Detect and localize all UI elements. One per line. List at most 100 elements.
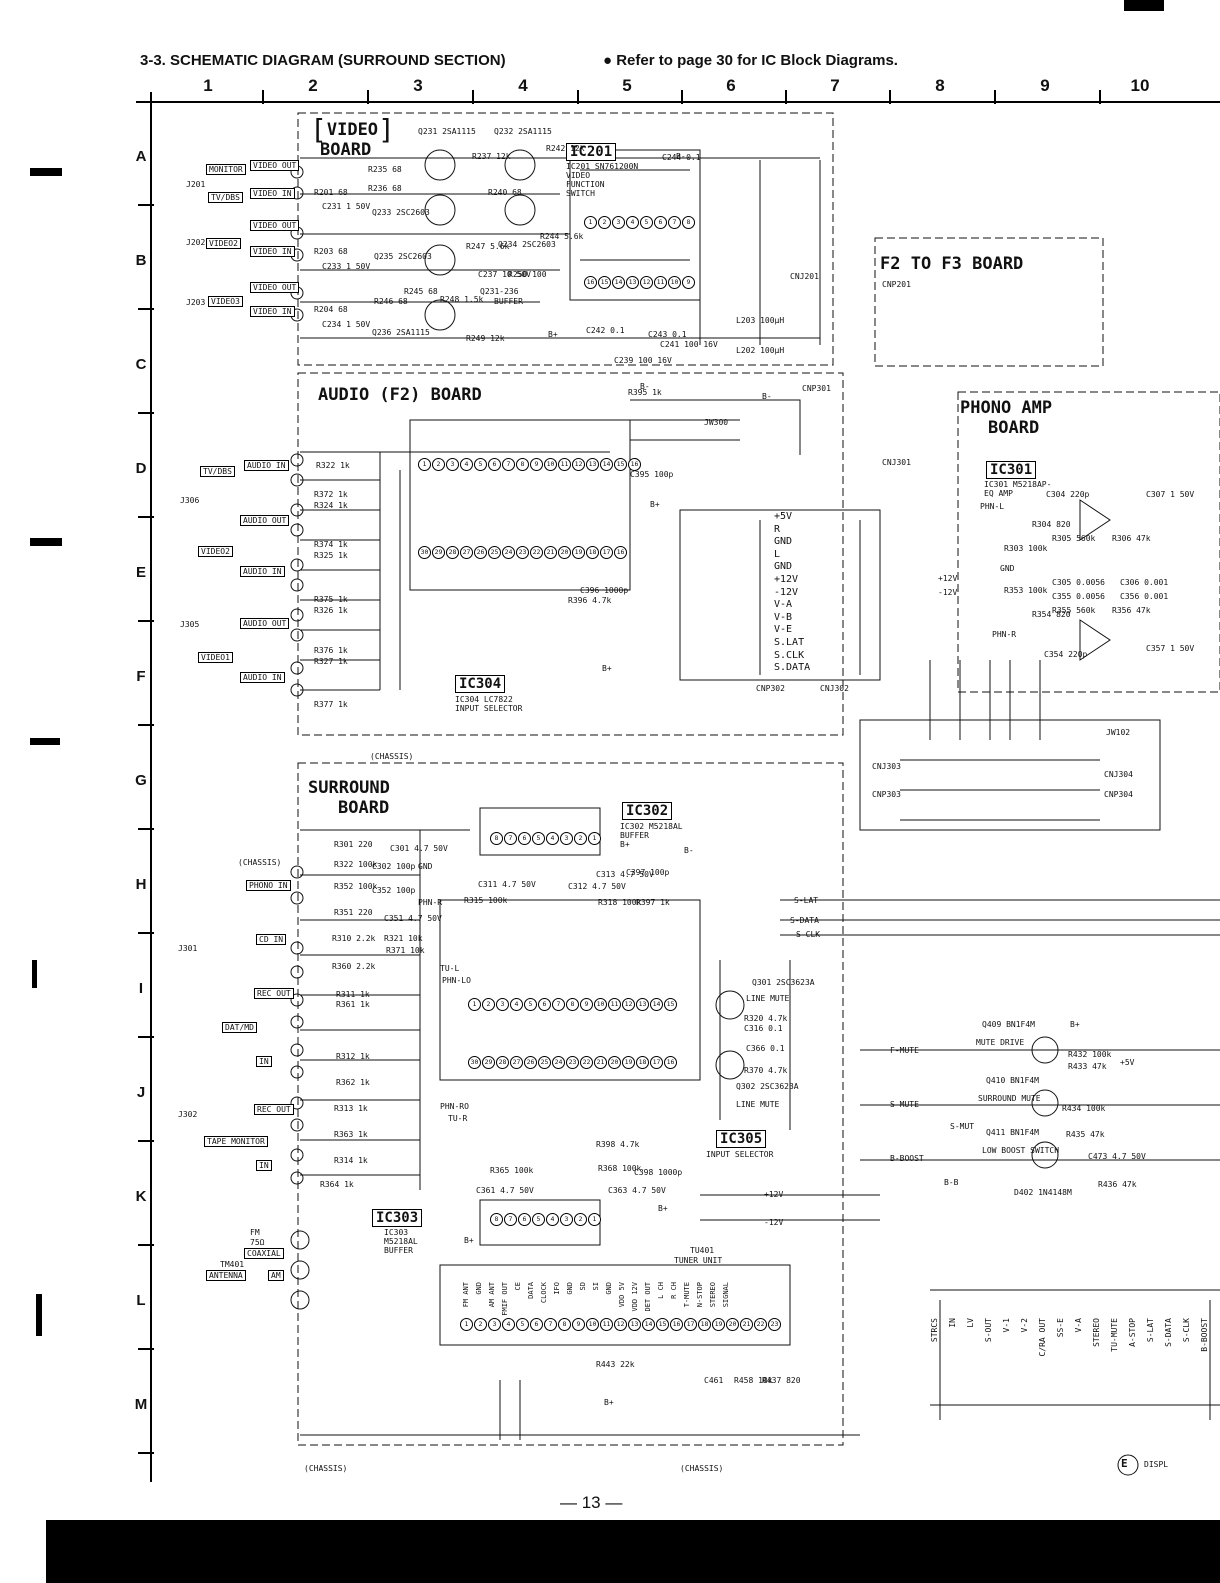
part-label-r240: R240 68: [488, 188, 522, 197]
part-label-r354: R354 820: [1032, 610, 1071, 619]
ic-pin: 6: [538, 998, 551, 1011]
ic-pin: 2: [574, 832, 587, 845]
jack-label-video-out: VIDEO OUT: [250, 160, 300, 171]
part-label-r248: R248 1.5k: [440, 295, 484, 304]
jack-label-tv-dbs: TV/DBS: [200, 466, 235, 477]
part-label-c461: C461: [704, 1376, 724, 1385]
surround-board-title: SURROUND BOARD: [308, 778, 390, 818]
part-label-s-data: S-DATA: [790, 916, 819, 925]
ic201-description-line: SWITCH: [566, 189, 595, 198]
tuner-pin-name: AM ANT: [488, 1282, 496, 1308]
display-label: DISPL: [1144, 1460, 1169, 1469]
part-label-q233: Q233 2SC2603: [372, 208, 430, 217]
tuner-pin-name: GND: [566, 1282, 574, 1295]
grid-column-tick: [994, 90, 996, 104]
part-label-r352: R352 100k: [334, 882, 378, 891]
part-label-s-mute: S-MUTE: [890, 1100, 919, 1109]
connector-signal: +12V: [774, 574, 799, 585]
part-label-b-plus: B+: [604, 1398, 614, 1407]
grid-row-tick: [138, 1348, 154, 1350]
part-label-buffer: BUFFER: [494, 297, 523, 306]
jack-label-j202: J202: [186, 238, 206, 247]
bus-signal: TU-MUTE: [1110, 1318, 1119, 1352]
connector-signal: +5V: [774, 511, 793, 522]
ic-pin: 3: [612, 216, 625, 229]
grid-column-label: 6: [726, 76, 736, 95]
ic-pin: 8: [490, 832, 503, 845]
connector-signal: V-E: [774, 624, 793, 636]
grid-column-tick: [889, 90, 891, 104]
ic-pin: 8: [516, 458, 529, 471]
part-label-r433: R433 47k: [1068, 1062, 1107, 1071]
jack-label-chassis: (CHASSIS): [238, 858, 282, 867]
part-label-minus12v: -12V: [764, 1218, 784, 1227]
ic-pin: 12: [622, 998, 635, 1011]
ic-pin: 8: [566, 998, 579, 1011]
ic-pin: 16: [584, 276, 597, 289]
part-label-r321: R321 10k: [384, 934, 423, 943]
part-label-r245: R245 68: [404, 287, 438, 296]
part-label-r301: R301 220: [334, 840, 373, 849]
ic-pin: 22: [530, 546, 543, 559]
part-label-c304: C304 220p: [1046, 490, 1090, 499]
jack-label-tape-monitor: TAPE MONITOR: [204, 1136, 268, 1147]
ic-pin: 16: [614, 546, 627, 559]
part-label-r375: R375 1k: [314, 595, 348, 604]
ic-pin: 17: [600, 546, 613, 559]
grid-row-label: A: [135, 148, 147, 165]
jack-label-audio-out: AUDIO OUT: [240, 618, 290, 629]
ic-pin: 14: [642, 1318, 655, 1331]
ic-pin: 10: [668, 276, 681, 289]
ic-pin: 1: [468, 998, 481, 1011]
ic-pin: 29: [432, 546, 445, 559]
part-label-r204: R204 68: [314, 305, 348, 314]
ic-pin: 18: [698, 1318, 711, 1331]
grid-row-label: E: [135, 564, 146, 581]
tuner-pin-name: CLOCK: [540, 1282, 548, 1304]
part-label-tu-l: TU-L: [440, 964, 460, 973]
tuner-pin-name: T-MUTE: [683, 1282, 691, 1308]
ic-pin: 7: [502, 458, 515, 471]
ic-pin: 21: [740, 1318, 753, 1331]
ic-pin: 23: [768, 1318, 781, 1331]
grid-column-label: 5: [622, 76, 632, 95]
part-label-mute-drive: MUTE DRIVE: [976, 1038, 1025, 1047]
grid-column-label: 1: [203, 76, 213, 95]
grid-row-tick: [138, 620, 154, 622]
part-label-r322b: R322 100k: [334, 860, 378, 869]
ic-pin: 2: [574, 1213, 587, 1226]
bus-signal: LV: [966, 1318, 975, 1328]
part-label-r305: R305 560k: [1052, 534, 1096, 543]
f2-f3-board-title: F2 TO F3 BOARD: [880, 254, 1024, 274]
part-label-phn-r: PHN-R: [992, 630, 1017, 639]
part-label-phn-l: PHN-L: [980, 502, 1005, 511]
part-label-cnp201: CNP201: [882, 280, 911, 289]
part-label-c354: C354 220p: [1044, 650, 1088, 659]
part-label-l203: L203 100µH: [736, 316, 785, 325]
part-label-phn-ro: PHN-RO: [440, 1102, 469, 1111]
tuner-pin-name: DET OUT: [644, 1282, 652, 1312]
grid-column-label: 9: [1040, 76, 1050, 95]
ic-pin: 11: [600, 1318, 613, 1331]
ic-pin: 18: [586, 546, 599, 559]
ic-pin: 24: [502, 546, 515, 559]
ic-pin: 15: [614, 458, 627, 471]
part-label-r432: R432 100k: [1068, 1050, 1112, 1059]
part-label-r395: R395 1k: [628, 388, 662, 397]
part-label-q411: Q411 BN1F4M: [986, 1128, 1039, 1137]
part-label-r306: R306 47k: [1112, 534, 1151, 543]
grid-row-tick: [138, 516, 154, 518]
ic-pin: 9: [682, 276, 695, 289]
grid-row-tick: [138, 1140, 154, 1142]
part-label-s-lat: S-LAT: [794, 896, 819, 905]
ic303-description-line: IC303: [384, 1228, 409, 1237]
part-label-b-plus: B+: [602, 664, 612, 673]
jack-label-tv-dbs: TV/DBS: [208, 192, 243, 203]
ic-pin: 1: [584, 216, 597, 229]
part-label-r362: R362 1k: [336, 1078, 370, 1087]
part-label-r396: R396 4.7k: [568, 596, 612, 605]
connector-signal: V-A: [774, 599, 793, 611]
grid-row-label: F: [136, 668, 146, 685]
